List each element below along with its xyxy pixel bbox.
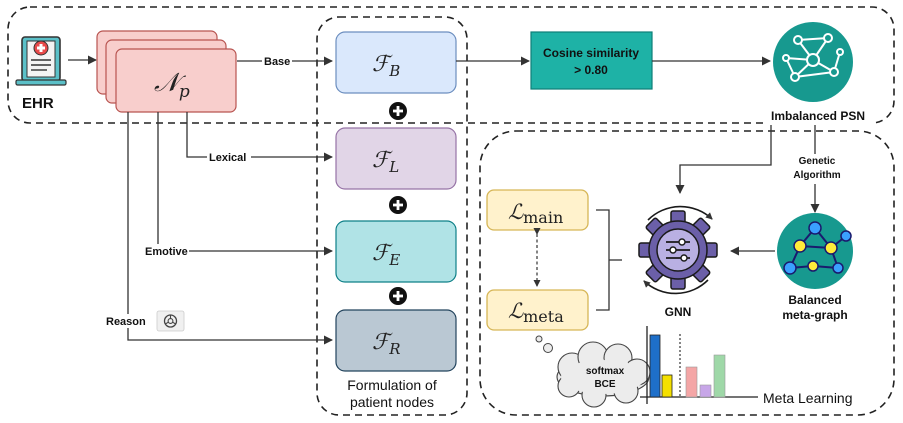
imbalanced-psn-label: Imbalanced PSN	[771, 109, 865, 123]
softmax-label-line1: softmax	[586, 366, 625, 377]
patient-node-stack: 𝒩p	[96, 30, 237, 113]
meta-learning-dashed-container	[479, 130, 895, 416]
meta-learning-label: Meta Learning	[763, 390, 853, 406]
plus-icon	[389, 102, 407, 120]
ehr-label: EHR	[22, 95, 54, 112]
plus-icon	[389, 287, 407, 305]
genetic-label-line1: Genetic	[799, 156, 836, 167]
edge-emotive-label: Emotive	[145, 246, 188, 258]
feature-box-emotive: ℱE	[335, 220, 457, 283]
edge-base-label: Base	[264, 56, 290, 68]
imbalanced-network-icon	[773, 22, 853, 102]
balanced-label-line1: Balanced	[788, 293, 841, 307]
loss-main-label: ℒmain	[508, 200, 563, 227]
feature-emotive-label: ℱE	[372, 241, 400, 269]
feature-box-base: ℱB	[335, 31, 457, 94]
feature-box-reason: ℱR	[335, 309, 457, 372]
feature-reason-label: ℱR	[372, 330, 401, 358]
plus-icon	[389, 196, 407, 214]
balanced-meta-graph-icon	[777, 213, 853, 289]
softmax-label-line2: BCE	[594, 379, 615, 390]
softmax-thought-cloud	[535, 335, 651, 408]
feature-base-label: ℱB	[372, 52, 400, 80]
loss-meta-box: ℒmeta	[486, 289, 589, 331]
patient-node-box	[115, 48, 237, 113]
top-dashed-container	[7, 6, 895, 124]
ehr-icon	[15, 36, 67, 86]
formulation-dashed-container	[316, 16, 468, 416]
edge-reason-label: Reason	[106, 316, 146, 328]
gnn-gear-icon	[638, 205, 718, 295]
feature-lexical-label: ℱL	[372, 148, 399, 176]
formulation-label-line2: patient nodes	[350, 394, 434, 410]
meta-learning-bar-chart-icon	[640, 326, 758, 404]
gnn-label: GNN	[665, 305, 692, 319]
feature-box-lexical: ℱL	[335, 127, 457, 190]
loss-meta-label: ℒmeta	[508, 299, 564, 326]
formulation-label-line1: Formulation of	[347, 377, 437, 393]
cosine-label-line2: > 0.80	[574, 63, 608, 77]
edge-lexical-label: Lexical	[209, 152, 246, 164]
cosine-similarity-box	[530, 31, 653, 90]
loss-main-box: ℒmain	[486, 189, 589, 231]
llm-logo-icon	[156, 310, 185, 332]
genetic-label-line2: Algorithm	[793, 170, 840, 181]
balanced-label-line2: meta-graph	[782, 308, 847, 322]
cosine-label-line1: Cosine similarity	[543, 46, 639, 60]
